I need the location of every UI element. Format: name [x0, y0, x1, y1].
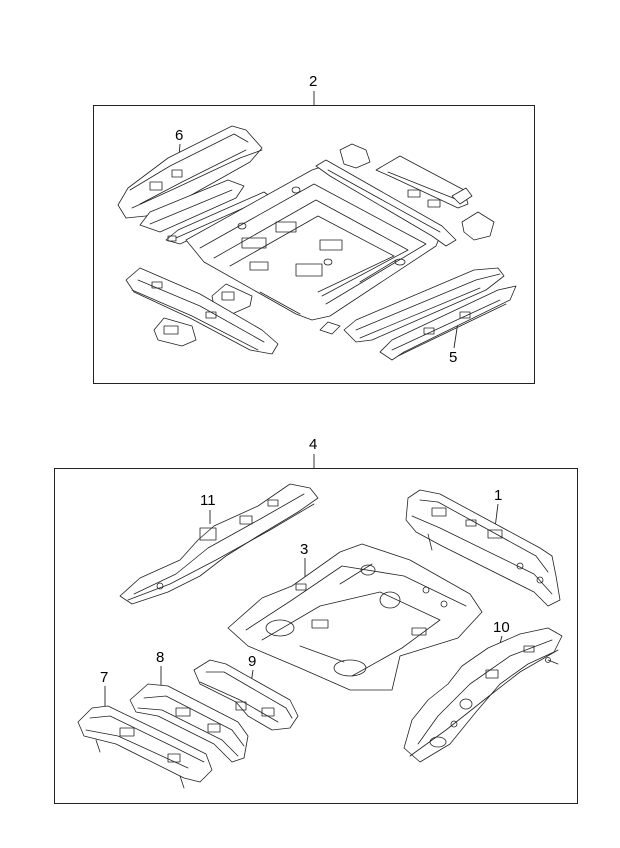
callout-member-rear-right: 10: [493, 619, 510, 636]
part-floor-panel-rear: [227, 543, 483, 691]
callout-member-rear-left: 11: [200, 492, 216, 509]
callout-extension-8: 8: [156, 649, 165, 666]
callout-floor-panel-rear: 3: [300, 541, 309, 558]
callout-top-assembly: 2: [309, 73, 318, 90]
part-extension-7: [77, 705, 213, 789]
bottom-assembly-frame: [54, 468, 578, 804]
callout-bottom-assembly: 4: [309, 436, 318, 453]
part-member-left: [117, 125, 273, 245]
part-floor-panel-front: [153, 143, 495, 347]
part-member-rear-right: [403, 627, 563, 763]
callout-member-left: 6: [175, 127, 184, 144]
callout-extension-9: 9: [248, 653, 257, 670]
part-crossmember-rear: [405, 489, 561, 607]
callout-crossmember-rear: 1: [494, 487, 503, 504]
part-lower-left-rail: [125, 267, 279, 355]
callout-extension-7: 7: [100, 669, 109, 686]
part-member-right: [319, 267, 517, 361]
part-member-rear-left: [119, 483, 319, 605]
part-extension-8: [129, 683, 249, 763]
part-extension-9: [193, 659, 299, 731]
top-assembly-frame: [93, 105, 535, 384]
callout-member-right: 5: [449, 349, 458, 366]
